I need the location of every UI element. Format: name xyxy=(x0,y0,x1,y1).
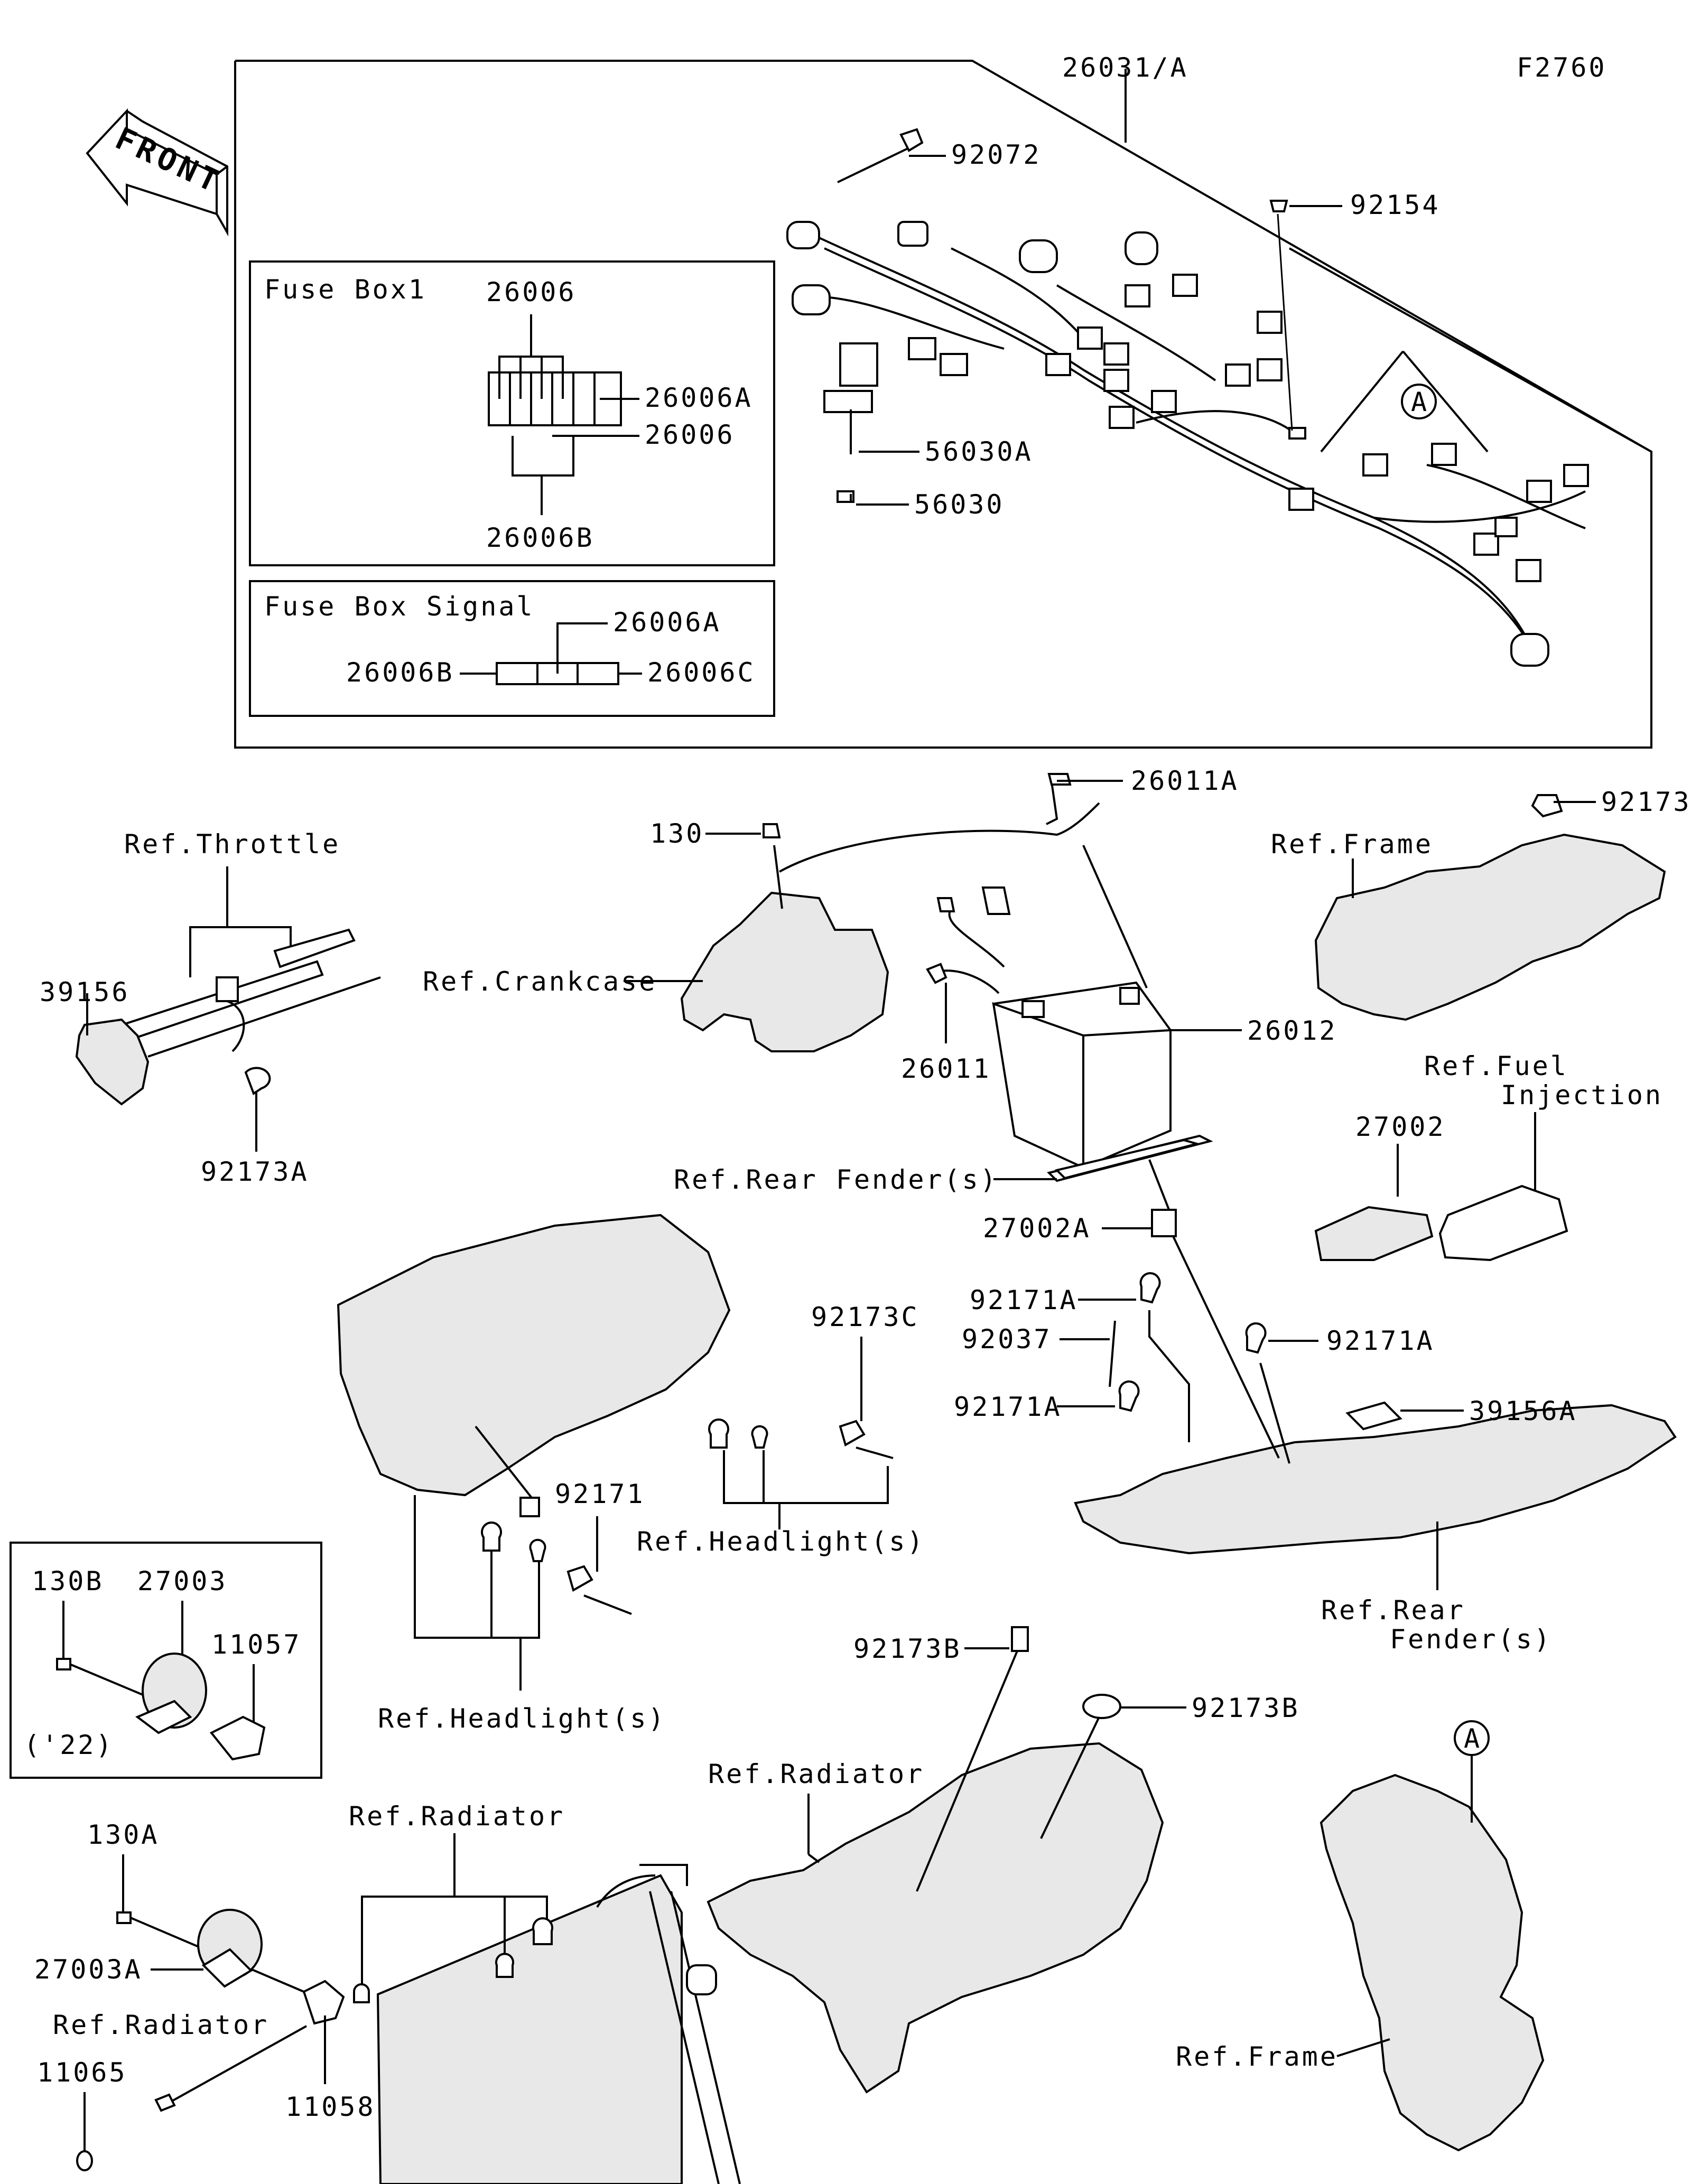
fuse-box1-label-26006a: 26006A xyxy=(645,382,753,413)
callout-130: 130 xyxy=(650,818,704,849)
callout-92037: 92037 xyxy=(962,1324,1052,1355)
callout-ref-a-2: A xyxy=(1464,1723,1482,1754)
year-variant-label-130b: 130B xyxy=(32,1566,104,1597)
fuse-box1-label-26006-top: 26006 xyxy=(486,277,577,307)
callout-11058: 11058 xyxy=(285,2092,376,2122)
headlight-callouts-bottom: 92171 Ref.Headlight(s) xyxy=(378,1479,666,1734)
fuel-injection-group: Ref.Fuel Injection 27002 xyxy=(1314,1051,1663,1262)
callout-harness-main: 26031/A xyxy=(1062,52,1188,83)
callout-ref-radiator-1: Ref.Radiator xyxy=(708,1759,924,1789)
year-variant-label-11057: 11057 xyxy=(211,1629,302,1660)
callout-39156a: 39156A xyxy=(1469,1396,1577,1426)
callout-ref-crankcase: Ref.Crankcase xyxy=(423,966,657,997)
callout-26012: 26012 xyxy=(1247,1015,1337,1046)
callout-ref-headlight-2: Ref.Headlight(s) xyxy=(378,1703,666,1734)
fuse-box1-label-26006b: 26006B xyxy=(486,522,594,553)
wiring-harness-illustration xyxy=(786,221,1589,667)
callout-92173b-1: 92173B xyxy=(853,1634,962,1664)
year-variant-label-27003: 27003 xyxy=(137,1566,228,1597)
callout-ref-headlight-1: Ref.Headlight(s) xyxy=(637,1526,925,1557)
callout-39156: 39156 xyxy=(40,977,130,1007)
callout-92173c: 92173C xyxy=(811,1302,919,1332)
callout-26011a: 26011A xyxy=(1131,766,1239,796)
fuse-box-signal-label-26006b: 26006B xyxy=(346,657,454,688)
callout-ref-radiator-2: Ref.Radiator xyxy=(349,1801,565,1832)
callout-ref-a: A xyxy=(1411,387,1429,417)
callout-ref-fuel-1: Ref.Fuel xyxy=(1424,1051,1568,1081)
callout-ref-rear-fender: Ref.Rear Fender(s) xyxy=(674,1164,998,1195)
callout-27002: 27002 xyxy=(1355,1112,1446,1142)
horn-group: 130A 27003A Ref.Radiator 11058 11065 xyxy=(34,1819,376,2171)
figure-code: F2760 xyxy=(1517,52,1607,83)
callout-92171a-2: 92171A xyxy=(1326,1326,1435,1356)
callout-11065: 11065 xyxy=(37,2057,127,2088)
callout-130a: 130A xyxy=(87,1819,159,1850)
harness-callouts: 92072 92154 A 56030A 56030 xyxy=(837,128,1652,520)
fuse-box-signal-panel: Fuse Box Signal 26006A 26006B 26006C xyxy=(249,580,775,717)
rear-fender-group: 27002A 92171A 92037 92171A 92171A 39156A… xyxy=(954,1209,1677,1655)
fuse-box-signal-label-26006a: 26006A xyxy=(613,607,721,638)
radiator-shroud-illustration: 92173B 92173B Ref.Radiator xyxy=(707,1626,1300,2094)
callout-92173: 92173 xyxy=(1601,787,1691,817)
callout-56030: 56030 xyxy=(914,489,1005,520)
crankcase-illustration: Ref.Crankcase xyxy=(423,845,889,1052)
front-arrow-icon: FRONT xyxy=(86,108,228,237)
callout-92171a-1: 92171A xyxy=(970,1285,1078,1315)
fuse-box-signal-title: Fuse Box Signal xyxy=(264,591,535,622)
callout-92154: 92154 xyxy=(1350,190,1441,220)
callout-ref-rear-fender-2a: Ref.Rear xyxy=(1321,1595,1465,1626)
battery-group: 26011A 130 26011 26012 Ref.Rear Fender(s… xyxy=(650,766,1337,1221)
callout-56030a: 56030A xyxy=(925,436,1033,467)
headlight-callouts-right: 92173C Ref.Headlight(s) xyxy=(637,1302,925,1557)
callout-92173a: 92173A xyxy=(201,1156,309,1187)
headlight-illustration xyxy=(337,1214,731,1517)
callout-ref-frame-bottom: Ref.Frame xyxy=(1176,2041,1338,2072)
callout-ref-radiator-3: Ref.Radiator xyxy=(53,2010,269,2040)
callout-27002a: 27002A xyxy=(983,1213,1091,1244)
fuse-box1-panel: Fuse Box1 26006 26006A 26006 26006B xyxy=(249,260,775,566)
callout-92173b-2: 92173B xyxy=(1192,1693,1300,1723)
callout-ref-rear-fender-2b: Fender(s) xyxy=(1390,1624,1552,1655)
radiator-callouts: Ref.Radiator xyxy=(349,1801,565,2003)
fuse-box-signal-label-26006c: 26006C xyxy=(647,657,756,688)
callout-ref-frame-top: Ref.Frame xyxy=(1271,829,1433,860)
callout-92171: 92171 xyxy=(555,1479,645,1509)
callout-92072: 92072 xyxy=(951,139,1042,170)
year-variant-box: 130B 27003 11057 ('22) xyxy=(10,1542,322,1779)
harness-frame xyxy=(234,60,1652,749)
callout-ref-throttle: Ref.Throttle xyxy=(124,829,340,860)
frame-top-illustration: 92173 Ref.Frame xyxy=(1271,787,1691,1021)
throttle-group: Ref.Throttle 39156 92173A xyxy=(40,829,381,1187)
callout-27003a: 27003A xyxy=(34,1954,143,1985)
radiator-illustration xyxy=(376,1864,741,2184)
callout-26011: 26011 xyxy=(901,1053,991,1084)
fuse-box1-title: Fuse Box1 xyxy=(264,274,426,305)
year-variant-note: ('22) xyxy=(24,1730,114,1760)
callout-ref-fuel-2: Injection xyxy=(1501,1080,1663,1110)
callout-92171a-3: 92171A xyxy=(954,1392,1062,1422)
fuse-box1-label-26006-mid: 26006 xyxy=(645,419,735,450)
frame-bottom-illustration: A Ref.Frame xyxy=(1176,1720,1545,2152)
